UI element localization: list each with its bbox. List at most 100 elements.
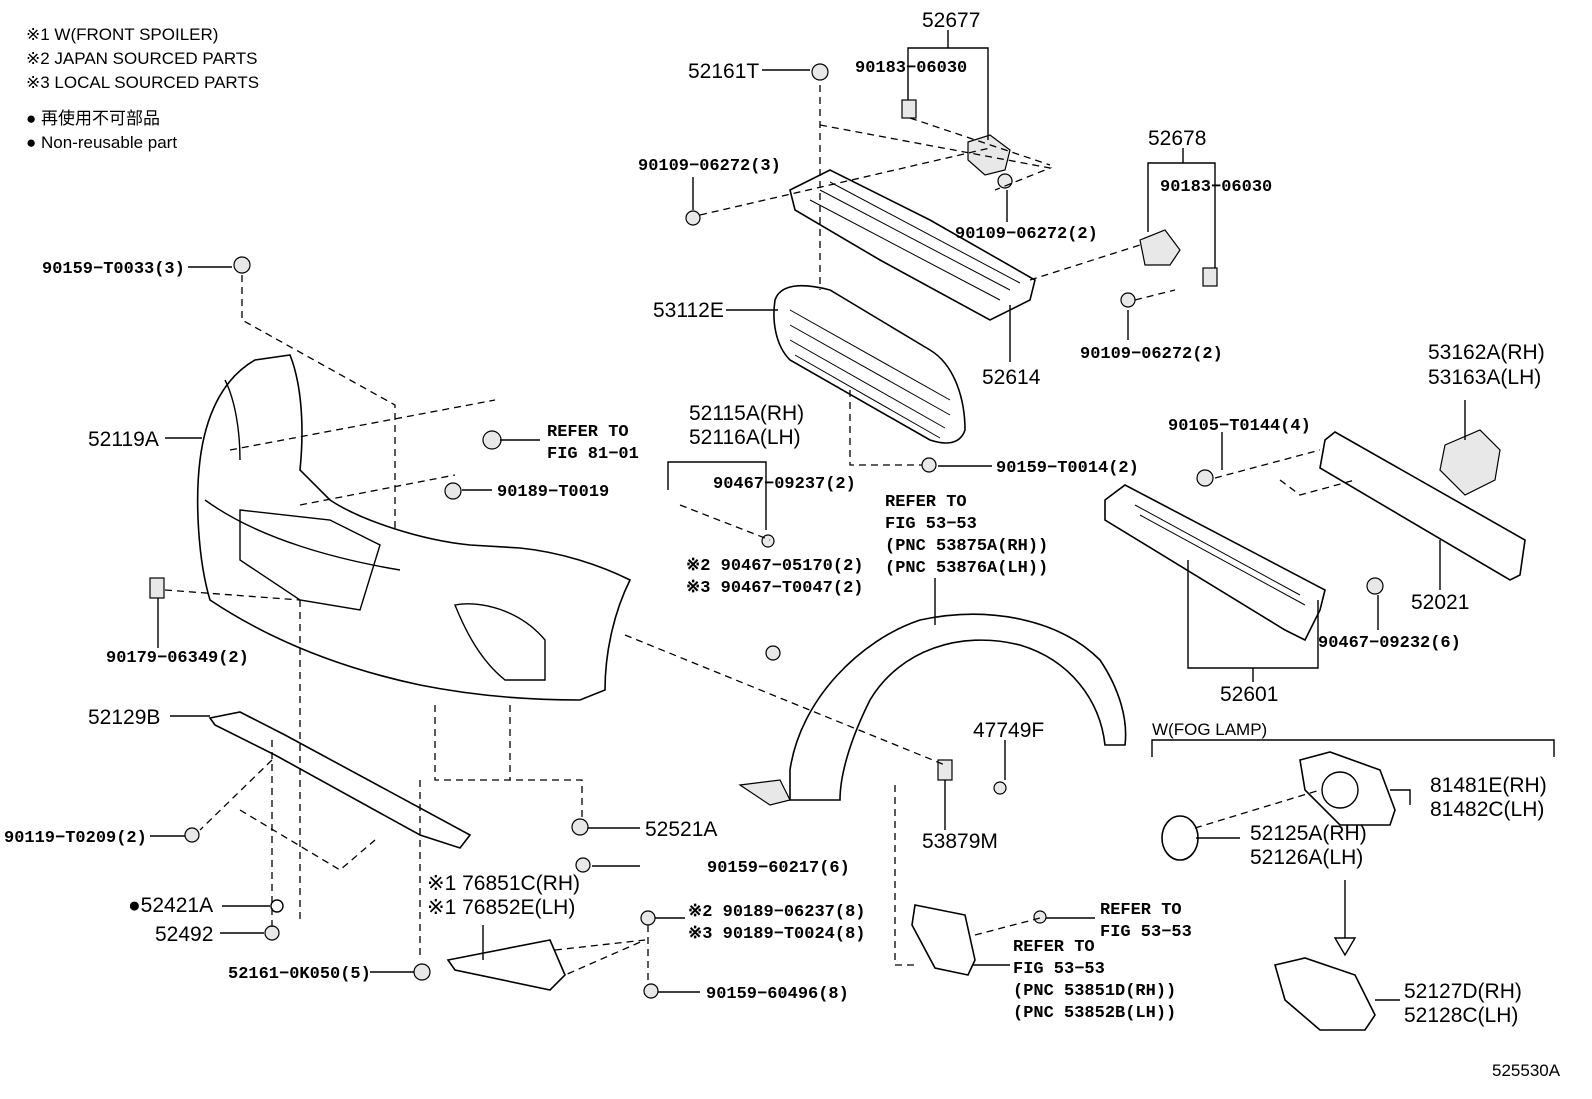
absorber-body xyxy=(1104,484,1326,642)
clip-52161T xyxy=(811,63,829,81)
label-90159a: 90159−T0033(3) xyxy=(42,260,185,279)
screw-refer-53-53 xyxy=(1033,910,1047,924)
label-90183a: 90183−06030 xyxy=(855,59,967,78)
fog-cover-81481E xyxy=(1299,751,1396,826)
label-90467d: 90467−09232(6) xyxy=(1318,634,1461,653)
legend-note-1: ※1 W(FRONT SPOILER) xyxy=(26,25,218,44)
label-90159c: 90159−60217(6) xyxy=(707,859,850,878)
dashed-alignment-lines xyxy=(164,85,1356,985)
clip-90189-t0019 xyxy=(444,482,462,500)
label-refer2-line2: FIG 53−53 xyxy=(885,515,977,534)
label-refer3-line1: REFER TO xyxy=(1100,901,1182,920)
label-52601: 52601 xyxy=(1220,683,1278,706)
label-90189c: ※3 90189−T0024(8) xyxy=(688,925,865,944)
label-53162A: 53162A(RH) xyxy=(1428,341,1545,364)
fender-liner-tab xyxy=(738,779,791,806)
retainer-body xyxy=(1439,429,1501,496)
label-52021: 52021 xyxy=(1411,591,1469,614)
label-52119A: 52119A xyxy=(88,428,159,451)
nut-90183-left xyxy=(901,99,917,119)
dash-mudguard-screw xyxy=(974,917,1041,936)
bumper-crease-line xyxy=(204,499,401,571)
dash-nut-to-bracket xyxy=(909,117,1051,166)
label-52421A: ●52421A xyxy=(128,894,213,917)
bumper-side-edge xyxy=(224,379,241,461)
bracket-52677 xyxy=(901,99,1011,176)
label-90109a: 90109−06272(3) xyxy=(638,157,781,176)
label-52521A: 52521A xyxy=(645,818,717,841)
label-refer4-line1: REFER TO xyxy=(1013,938,1095,957)
label-90119: 90119−T0209(2) xyxy=(4,829,147,848)
label-52678: 52678 xyxy=(1148,127,1206,150)
dash-lower-grille-bolt xyxy=(849,390,922,466)
label-90179: 90179−06349(2) xyxy=(106,649,249,668)
dash-bracket-to-nut xyxy=(679,504,771,541)
clip-90467-05170 xyxy=(765,645,781,661)
spoiler-76851C xyxy=(446,939,566,991)
spoiler-body xyxy=(446,939,566,991)
leader-81481E xyxy=(1390,789,1411,805)
legend-note-3: ※3 LOCAL SOURCED PARTS xyxy=(26,73,259,92)
label-90183b: 90183−06030 xyxy=(1160,178,1272,197)
upper-grille-body xyxy=(789,169,1036,321)
label-52677: 52677 xyxy=(922,9,980,32)
clip-52161-0k050 xyxy=(413,963,431,981)
legend-note-2: ※2 JAPAN SOURCED PARTS xyxy=(26,49,258,68)
label-refer4-line3: (PNC 53851D(RH)) xyxy=(1013,982,1176,1001)
dash-bolt-to-bumper xyxy=(241,275,396,530)
lower-cover-body xyxy=(208,711,472,849)
dash-liner-to-mudguard xyxy=(894,785,915,966)
screw-90119 xyxy=(184,827,200,843)
fog-arrow-down xyxy=(1333,880,1357,957)
clip-90467-09232 xyxy=(1366,577,1384,595)
label-52128C: 52128C(LH) xyxy=(1404,1004,1518,1027)
dash-bezel-to-fog-cover xyxy=(1194,789,1321,829)
label-refer2-line3: (PNC 53875A(RH)) xyxy=(885,537,1048,556)
label-90467a: 90467−09237(2) xyxy=(713,475,856,494)
nut-90183-right xyxy=(1202,267,1218,287)
screw-90109-a xyxy=(685,210,701,226)
nut-52521A xyxy=(571,818,589,836)
label-90467b: ※2 90467−05170(2) xyxy=(686,557,863,576)
figure-id: 525530A xyxy=(1492,1061,1561,1080)
label-refer1-line2: FIG 81−01 xyxy=(547,445,639,464)
legend-non-reusable-jp: ● 再使用不可部品 xyxy=(26,108,160,128)
mudguard-body xyxy=(911,904,976,976)
lower-grille-slats xyxy=(789,309,951,439)
upper-grille-slats xyxy=(809,181,1021,301)
absorber-52601 xyxy=(1104,484,1326,642)
label-76851C: ※1 76851C(RH) xyxy=(427,872,580,895)
bolt-90159-t0014 xyxy=(921,457,937,473)
label-90109c: 90109−06272(2) xyxy=(1080,345,1223,364)
front-bumper-cover xyxy=(196,354,632,701)
label-refer2-line4: (PNC 53876A(LH)) xyxy=(885,559,1048,578)
screw-90109-c xyxy=(1120,292,1136,308)
label-90467c: ※3 90467−T0047(2) xyxy=(686,579,863,598)
label-53879M: 53879M xyxy=(922,830,998,853)
leader-52115A xyxy=(667,461,767,530)
upper-grille-52614 xyxy=(789,169,1036,321)
nut-90467-09237 xyxy=(761,534,775,548)
label-refer4-line2: FIG 53−53 xyxy=(1013,960,1105,979)
label-52614: 52614 xyxy=(982,366,1041,389)
part-labels: 52677 90183−06030 52161T 90109−06272(3) … xyxy=(4,9,1561,1080)
lower-cover-52129B xyxy=(208,711,472,849)
label-refer3-line2: FIG 53−53 xyxy=(1100,923,1192,942)
label-81481E: 81481E(RH) xyxy=(1430,774,1547,797)
label-52161T: 52161T xyxy=(688,60,759,83)
label-90109b: 90109−06272(2) xyxy=(955,225,1098,244)
fog-group-bracket xyxy=(1151,739,1555,757)
dash-bumper-to-liner xyxy=(624,634,946,766)
screw-47749F xyxy=(993,781,1007,795)
label-47749F: 47749F xyxy=(973,719,1044,742)
bracket-52678-body xyxy=(1139,229,1181,266)
legend-non-reusable-en: ● Non-reusable part xyxy=(26,133,177,152)
label-90159d: 90159−60496(8) xyxy=(706,985,849,1004)
label-53163A: 53163A(LH) xyxy=(1428,366,1541,389)
bolt-90159-t0033 xyxy=(233,256,251,274)
label-81482C: 81482C(LH) xyxy=(1430,798,1544,821)
label-52126A: 52126A(LH) xyxy=(1250,846,1363,869)
label-52492: 52492 xyxy=(155,923,213,946)
reinforcement-body xyxy=(1319,431,1526,581)
